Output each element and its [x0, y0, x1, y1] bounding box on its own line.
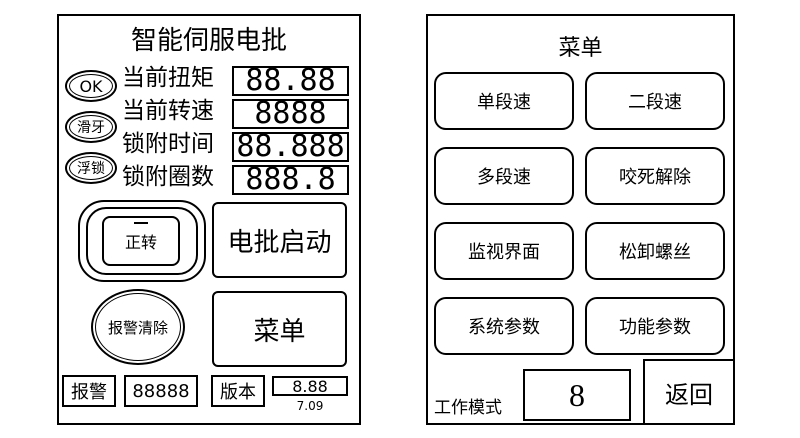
monitor-view-button[interactable]: 监视界面: [434, 222, 574, 280]
clear-alarm-button[interactable]: 报警清除: [91, 289, 185, 365]
ok-indicator: OK: [65, 70, 117, 102]
torque-value: 88.88: [232, 66, 349, 96]
alarm-label: 报警: [71, 382, 107, 403]
single-speed-button[interactable]: 单段速: [434, 72, 574, 130]
version-value-box: 8.88: [272, 376, 348, 396]
torque-label: 当前扭矩: [122, 65, 214, 91]
main-screen-title: 智能伺服电批: [130, 26, 287, 56]
system-params-button[interactable]: 系统参数: [434, 297, 574, 355]
jam-release-button[interactable]: 咬死解除: [585, 147, 725, 205]
fastening-time-label: 锁附时间: [122, 131, 214, 157]
forward-button-label: 正转: [124, 233, 157, 252]
version-label: 版本: [220, 382, 256, 403]
two-speed-label: 二段速: [628, 92, 682, 113]
menu-button-label: 菜单: [253, 316, 306, 347]
single-speed-label: 单段速: [477, 92, 531, 113]
back-button-label: 返回: [665, 380, 713, 409]
fastening-turns-value: 888.8: [232, 165, 349, 195]
speed-label: 当前转速: [122, 98, 214, 124]
alarm-code-value: 88888: [132, 380, 190, 402]
fastening-turns-label: 锁附圈数: [122, 164, 214, 190]
monitor-view-label: 监视界面: [468, 242, 540, 263]
stripped-thread-indicator-label: 滑牙: [77, 120, 105, 136]
back-button[interactable]: 返回: [643, 359, 735, 425]
alarm-label-box: 报警: [62, 375, 116, 407]
two-speed-button[interactable]: 二段速: [585, 72, 725, 130]
version-label-box: 版本: [211, 375, 265, 407]
multi-speed-label: 多段速: [477, 167, 531, 188]
forward-button-slot: [134, 222, 148, 224]
work-mode-value-box: 8: [523, 369, 631, 421]
loosen-screw-label: 松卸螺丝: [619, 242, 691, 263]
alarm-code-display: 88888: [124, 375, 198, 407]
work-mode-label: 工作模式: [434, 398, 502, 418]
driver-start-button-label: 电批启动: [227, 227, 332, 258]
floating-screw-indicator-label: 浮锁: [77, 161, 105, 177]
clear-alarm-button-label: 报警清除: [107, 318, 168, 337]
loosen-screw-button[interactable]: 松卸螺丝: [585, 222, 725, 280]
work-mode-value: 8: [569, 376, 585, 413]
stripped-thread-indicator: 滑牙: [65, 111, 117, 143]
forward-button[interactable]: 正转: [78, 200, 206, 282]
menu-button[interactable]: 菜单: [212, 291, 347, 367]
driver-start-button[interactable]: 电批启动: [212, 202, 347, 278]
floating-screw-indicator: 浮锁: [65, 152, 117, 184]
fastening-time-value: 88.888: [232, 132, 349, 162]
jam-release-label: 咬死解除: [619, 167, 691, 188]
version-value: 8.88: [292, 376, 328, 396]
forward-button-frame: 正转: [86, 207, 198, 275]
speed-value: 8888: [232, 99, 349, 129]
system-params-label: 系统参数: [468, 317, 540, 338]
version-sub-value: 7.09: [296, 399, 324, 413]
ok-indicator-label: OK: [79, 76, 103, 96]
menu-screen-title: 菜单: [558, 36, 603, 61]
function-params-label: 功能参数: [619, 317, 691, 338]
forward-button-face: 正转: [102, 216, 180, 266]
multi-speed-button[interactable]: 多段速: [434, 147, 574, 205]
function-params-button[interactable]: 功能参数: [585, 297, 725, 355]
